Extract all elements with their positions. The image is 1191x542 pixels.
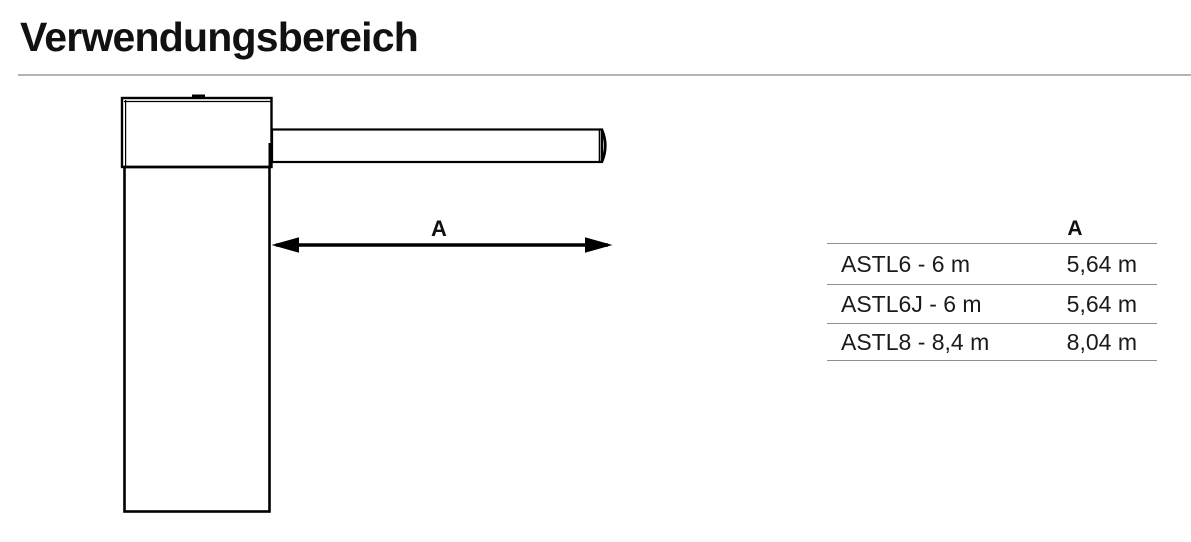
table-row: ASTL6J - 6 m 5,64 m — [827, 284, 1157, 323]
housing-top-tab — [192, 94, 205, 99]
arrowhead-right-icon — [585, 237, 613, 253]
dimension-arrow-a: A — [271, 216, 613, 253]
barrier-drawing: A — [120, 94, 613, 513]
dimension-value: 8,04 m — [1066, 328, 1137, 355]
model-label: ASTL8 - 8,4 m — [841, 328, 990, 355]
page-title: Verwendungsbereich — [20, 14, 419, 60]
dimension-value: 5,64 m — [1066, 250, 1137, 277]
column-header-a: A — [1067, 217, 1083, 240]
table-row: ASTL6 - 6 m 5,64 m — [827, 243, 1157, 284]
table-header-row: A — [827, 215, 1157, 243]
barrier-boom-arm — [270, 128, 604, 164]
arrowhead-left-icon — [271, 237, 299, 253]
dimension-table: A ASTL6 - 6 m 5,64 m ASTL6J - 6 m 5,64 m… — [827, 215, 1157, 361]
dimension-label-a: A — [431, 216, 447, 241]
title-divider — [18, 74, 1191, 76]
dimension-value: 5,64 m — [1066, 290, 1137, 317]
model-label: ASTL6J - 6 m — [841, 290, 982, 317]
table-row: ASTL8 - 8,4 m 8,04 m — [827, 323, 1157, 360]
boom-end-cap — [600, 129, 607, 163]
barrier-pillar — [123, 165, 271, 513]
barrier-housing — [120, 96, 273, 169]
model-label: ASTL6 - 6 m — [841, 250, 971, 277]
